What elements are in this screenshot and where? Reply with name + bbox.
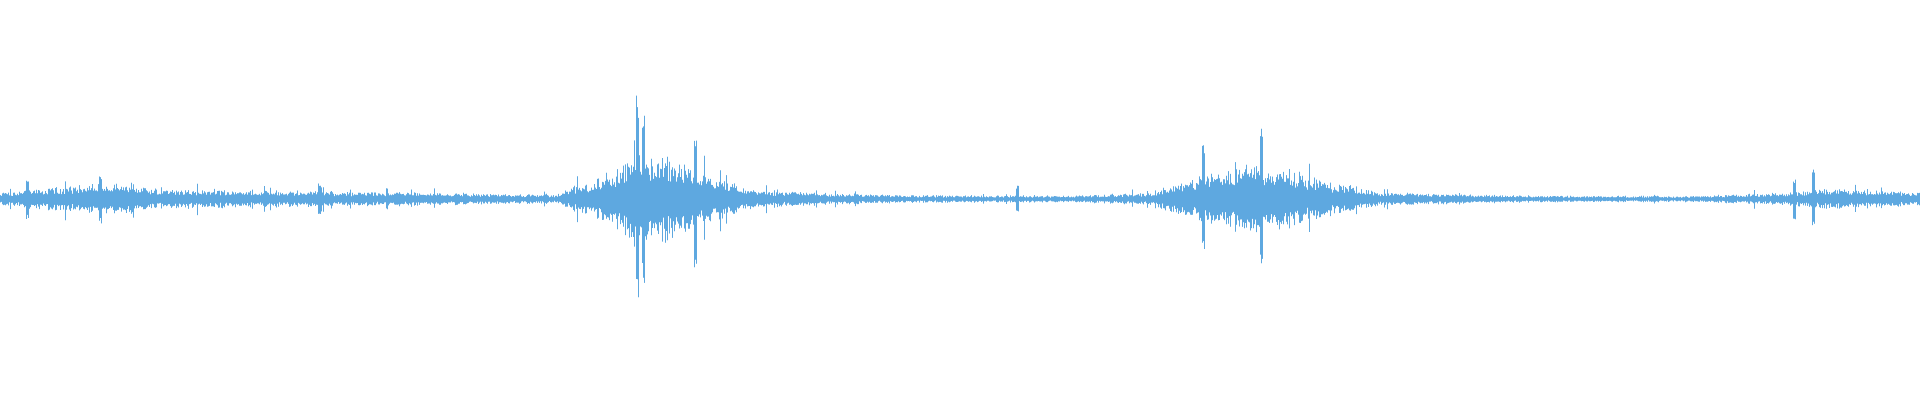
waveform-path	[0, 95, 1920, 298]
